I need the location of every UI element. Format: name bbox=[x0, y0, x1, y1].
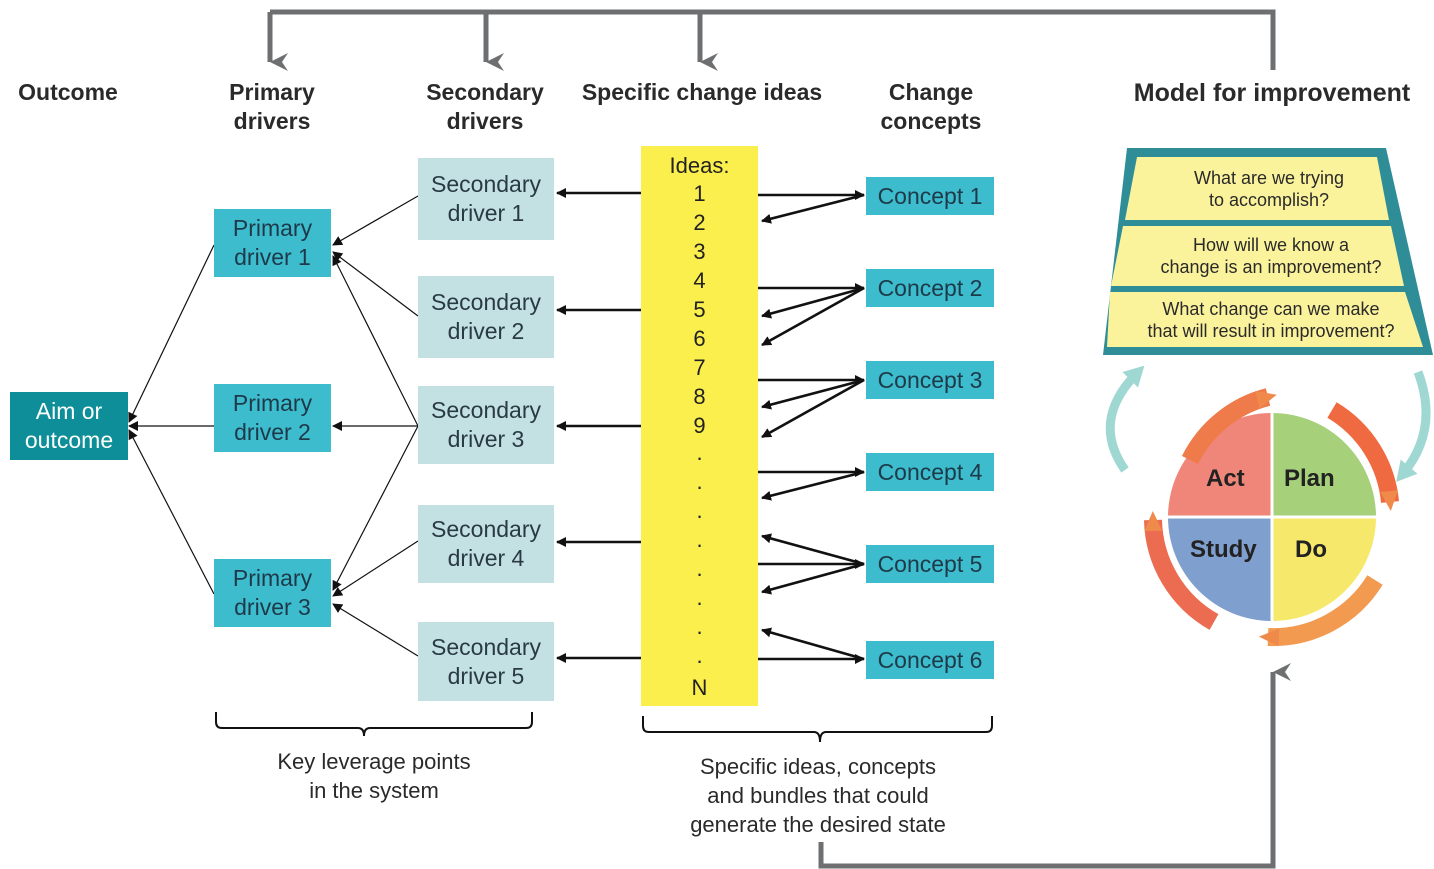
note-leverage-points: Key leverage points in the system bbox=[277, 749, 471, 803]
mfi-question-measure: How will we know a change is an improvem… bbox=[1160, 235, 1382, 277]
concept-4: Concept 4 bbox=[866, 453, 994, 491]
header-model-for-improvement: Model for improvement bbox=[1133, 79, 1411, 107]
header-outcome: Outcome bbox=[18, 79, 118, 105]
idea-item: 3 bbox=[693, 239, 706, 264]
idea-item: . bbox=[696, 585, 703, 610]
concept-5: Concept 5 bbox=[866, 545, 994, 583]
idea-item: 5 bbox=[693, 297, 706, 322]
idea-item: . bbox=[696, 498, 703, 523]
pdsa-study: Study bbox=[1190, 536, 1257, 563]
primary-driver-3: Primary driver 3 bbox=[214, 559, 331, 627]
idea-item: 2 bbox=[693, 210, 706, 235]
concept-2: Concept 2 bbox=[866, 269, 994, 307]
ideas-column bbox=[641, 146, 758, 706]
secondary-driver-4: Secondary driver 4 bbox=[418, 505, 554, 583]
ideas-title: Ideas: bbox=[669, 153, 730, 178]
mfi-question-change: What change can we make that will result… bbox=[1147, 299, 1395, 341]
idea-item: 7 bbox=[693, 355, 706, 380]
feedback-bar-bottom bbox=[818, 663, 1291, 869]
secondary-to-primary-arrows bbox=[332, 195, 419, 657]
secondary-driver-3: Secondary driver 3 bbox=[418, 386, 554, 464]
idea-item: 1 bbox=[693, 181, 706, 206]
idea-item: . bbox=[696, 614, 703, 639]
idea-item: N bbox=[691, 675, 708, 700]
idea-item: 4 bbox=[693, 268, 706, 293]
header-secondary-drivers: Secondary drivers bbox=[426, 79, 544, 134]
aim-box: Aim or outcome bbox=[10, 392, 128, 460]
idea-item: 6 bbox=[693, 326, 706, 351]
model-trapezoid bbox=[1103, 148, 1433, 355]
concept-6: Concept 6 bbox=[866, 641, 994, 679]
idea-item: 9 bbox=[693, 413, 706, 438]
pdsa-wheel bbox=[1168, 413, 1376, 621]
header-change-concepts: Change concepts bbox=[880, 79, 982, 134]
braces bbox=[215, 712, 993, 743]
header-change-ideas: Specific change ideas bbox=[581, 79, 823, 105]
idea-item: . bbox=[696, 440, 703, 465]
idea-item: . bbox=[696, 527, 703, 552]
ideas-to-secondary-arrows bbox=[556, 188, 641, 663]
idea-item: . bbox=[696, 556, 703, 581]
idea-item: . bbox=[696, 469, 703, 494]
feedback-bar-top bbox=[267, 9, 1276, 71]
concept-3: Concept 3 bbox=[866, 361, 994, 399]
note-specific-ideas: Specific ideas, concepts and bundles tha… bbox=[690, 754, 946, 837]
primary-driver-2: Primary driver 2 bbox=[214, 384, 331, 452]
secondary-driver-2: Secondary driver 2 bbox=[418, 276, 554, 358]
pdsa-plan: Plan bbox=[1284, 465, 1335, 492]
pdsa-act: Act bbox=[1206, 465, 1245, 492]
mfi-question-aim: What are we trying to accomplish? bbox=[1193, 168, 1345, 210]
idea-item: 8 bbox=[693, 384, 706, 409]
concept-1: Concept 1 bbox=[866, 177, 994, 215]
secondary-driver-5: Secondary driver 5 bbox=[418, 622, 554, 701]
idea-item: . bbox=[696, 643, 703, 668]
pdsa-ring-arrows bbox=[1144, 388, 1399, 647]
pdsa-do: Do bbox=[1295, 536, 1327, 563]
primary-driver-1: Primary driver 1 bbox=[214, 209, 331, 277]
teal-cycle-arrows bbox=[1105, 365, 1431, 482]
secondary-driver-1: Secondary driver 1 bbox=[418, 158, 554, 240]
primary-to-aim-arrows bbox=[128, 244, 215, 595]
header-primary-drivers: Primary drivers bbox=[229, 79, 315, 134]
ideas-concept-arrows bbox=[758, 190, 865, 664]
